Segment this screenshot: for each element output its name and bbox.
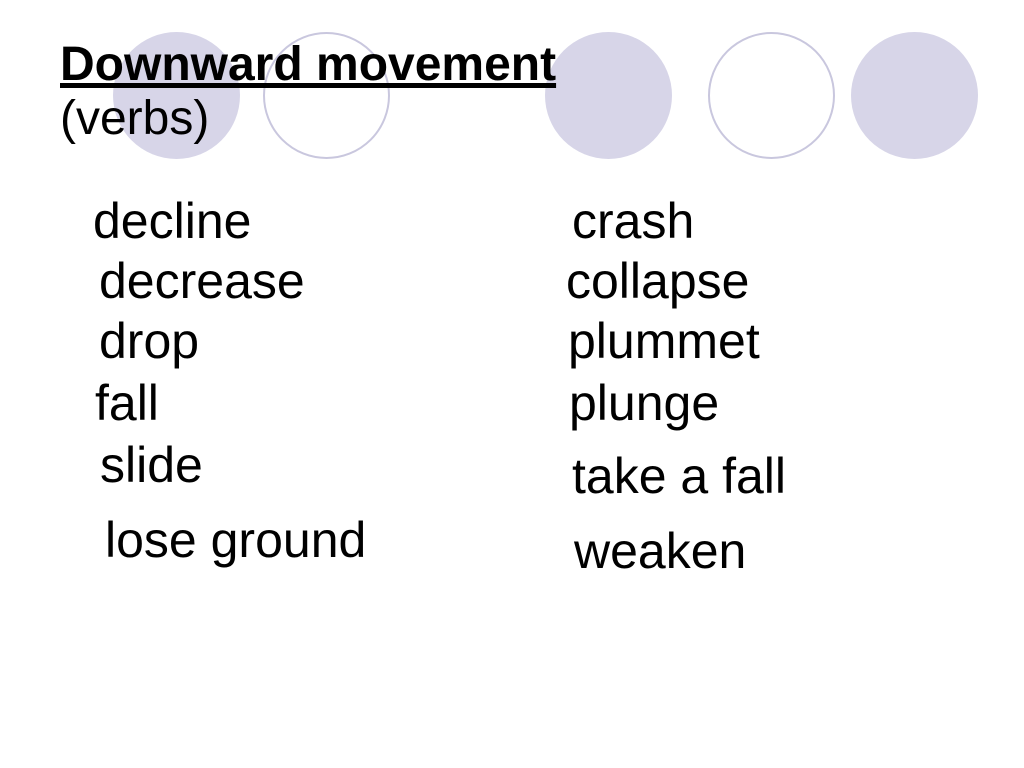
- decorative-circle-filled-2: [545, 32, 672, 159]
- title-block: Downward movement (verbs): [60, 38, 556, 146]
- verb-decrease: decrease: [99, 253, 305, 309]
- verb-lose-ground: lose ground: [105, 512, 367, 568]
- verb-fall: fall: [95, 375, 159, 431]
- verb-crash: crash: [572, 193, 695, 249]
- verb-collapse: collapse: [566, 253, 750, 309]
- decorative-circle-filled-3: [851, 32, 978, 159]
- verb-plunge: plunge: [569, 375, 720, 431]
- slide-subtitle: (verbs): [60, 92, 210, 145]
- slide-title: Downward movement: [60, 38, 557, 91]
- verb-decline: decline: [93, 193, 252, 249]
- verb-drop: drop: [99, 313, 200, 369]
- decorative-circle-outline-1: [263, 32, 390, 159]
- verb-take-a-fall: take a fall: [572, 448, 787, 504]
- verb-weaken: weaken: [574, 523, 747, 579]
- verb-plummet: plummet: [568, 313, 760, 369]
- decorative-circle-outline-2: [708, 32, 835, 159]
- decorative-circle-filled-1: [113, 32, 240, 159]
- verb-slide: slide: [100, 437, 203, 493]
